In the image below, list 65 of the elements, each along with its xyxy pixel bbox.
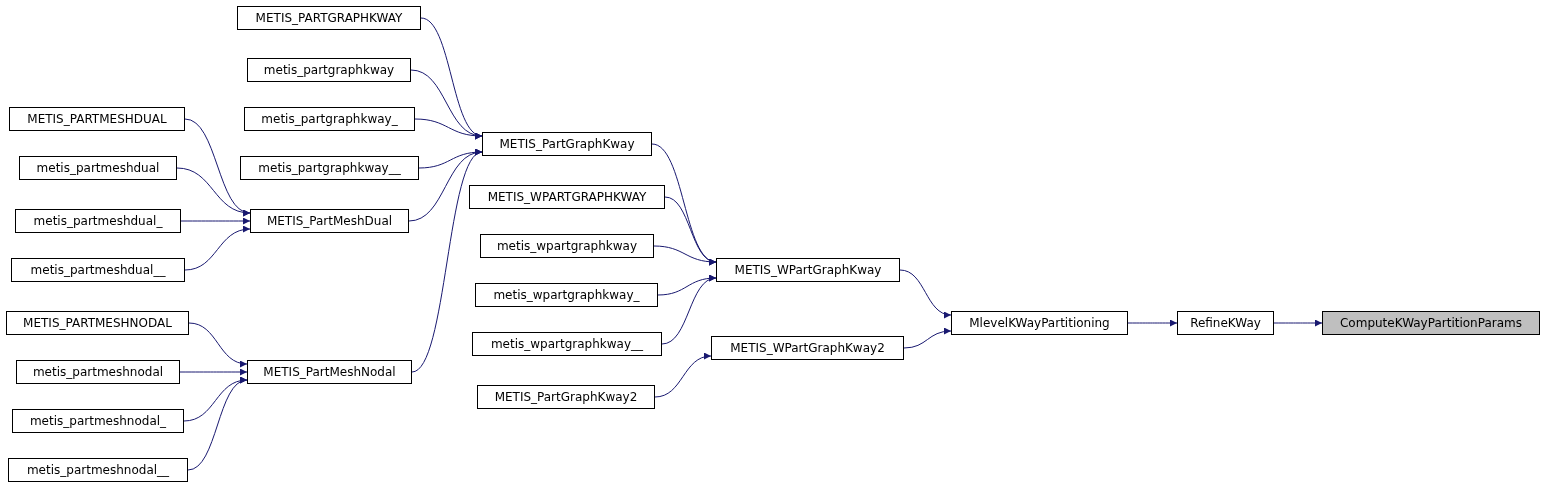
function-box [477, 385, 655, 409]
call-arrow [653, 245, 717, 266]
function-name: metis_partgraphkway_ [261, 112, 398, 126]
function-name: metis_partmeshnodal [32, 365, 164, 379]
call-arrow [180, 217, 251, 225]
function-name: METIS_WPARTGRAPHKWAY [487, 190, 647, 204]
function-name: METIS_PartGraphKway2 [494, 390, 638, 404]
function-name: RefineKWay [1190, 316, 1261, 330]
function-box [716, 258, 900, 282]
call-arrow [1127, 319, 1178, 327]
function-name: metis_wpartgraphkway_ [493, 288, 640, 302]
function-box [1322, 311, 1540, 335]
function-box [472, 332, 662, 356]
call-arrow [179, 368, 248, 376]
function-name: metis_wpartgraphkway__ [490, 337, 644, 351]
function-name: METIS_PartMeshDual [266, 214, 393, 228]
function-name: METIS_PARTGRAPHKWAY [255, 11, 403, 25]
function-box [12, 409, 184, 433]
function-name: MlevelKWayPartitioning [969, 316, 1110, 330]
function-box [250, 209, 409, 233]
function-name: METIS_PARTMESHDUAL [27, 112, 167, 126]
function-box [480, 234, 654, 258]
call-arrow [187, 378, 248, 471]
call-arrow [1273, 319, 1323, 327]
function-box [711, 336, 904, 360]
function-name: metis_partgraphkway [263, 63, 395, 77]
function-box [11, 258, 185, 282]
function-box [15, 209, 181, 233]
function-box [244, 107, 415, 131]
function-box [237, 6, 421, 30]
function-box [469, 185, 665, 209]
function-name: metis_partmeshnodal_ [29, 414, 167, 428]
call-arrow [899, 269, 952, 318]
function-name: metis_wpartgraphkway [496, 239, 638, 253]
function-name: METIS_PartGraphKway [499, 137, 635, 151]
function-name: METIS_PartMeshNodal [263, 365, 396, 379]
function-name: metis_partmeshdual [36, 161, 160, 175]
function-box [247, 360, 412, 384]
function-box [247, 58, 411, 82]
call-arrow [903, 327, 952, 349]
function-box [475, 283, 658, 307]
call-arrow [411, 151, 483, 373]
function-name: metis_partgraphkway__ [258, 161, 401, 175]
function-box [1177, 311, 1274, 335]
function-box [19, 156, 177, 180]
call-arrow [176, 167, 251, 216]
function-box [951, 311, 1128, 335]
function-name: metis_partmeshnodal__ [26, 463, 170, 477]
function-box [9, 107, 185, 131]
function-box [8, 458, 188, 482]
call-arrow [184, 226, 251, 271]
function-box [6, 311, 189, 335]
function-name: metis_partmeshdual__ [30, 263, 166, 277]
function-name: METIS_PARTMESHNODAL [23, 316, 172, 330]
function-name: metis_partmeshdual_ [33, 214, 163, 228]
function-name: ComputeKWayPartitionParams [1340, 316, 1522, 330]
function-box [482, 132, 652, 156]
function-box [16, 360, 180, 384]
call-arrow [188, 322, 248, 367]
function-name: METIS_WPartGraphKway [734, 263, 882, 277]
call-arrow [661, 276, 717, 345]
call-arrow [654, 353, 712, 398]
function-box [240, 156, 419, 180]
function-name: METIS_WPartGraphKway2 [730, 341, 885, 355]
call-arrow [414, 118, 483, 140]
